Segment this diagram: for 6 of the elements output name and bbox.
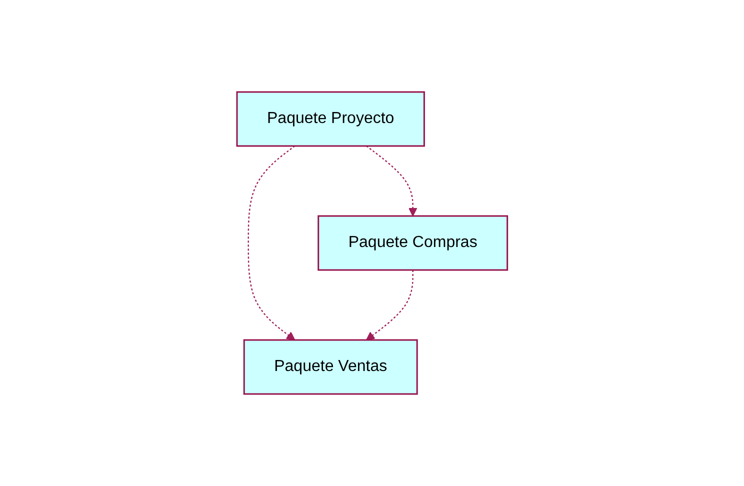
arrow xyxy=(366,270,414,340)
arrow xyxy=(248,146,296,340)
node-box: Paquete Proyecto xyxy=(236,91,425,147)
node-box: Paquete Compras xyxy=(317,215,508,271)
node-box: Paquete Ventas xyxy=(243,339,418,395)
arrow xyxy=(366,146,418,216)
